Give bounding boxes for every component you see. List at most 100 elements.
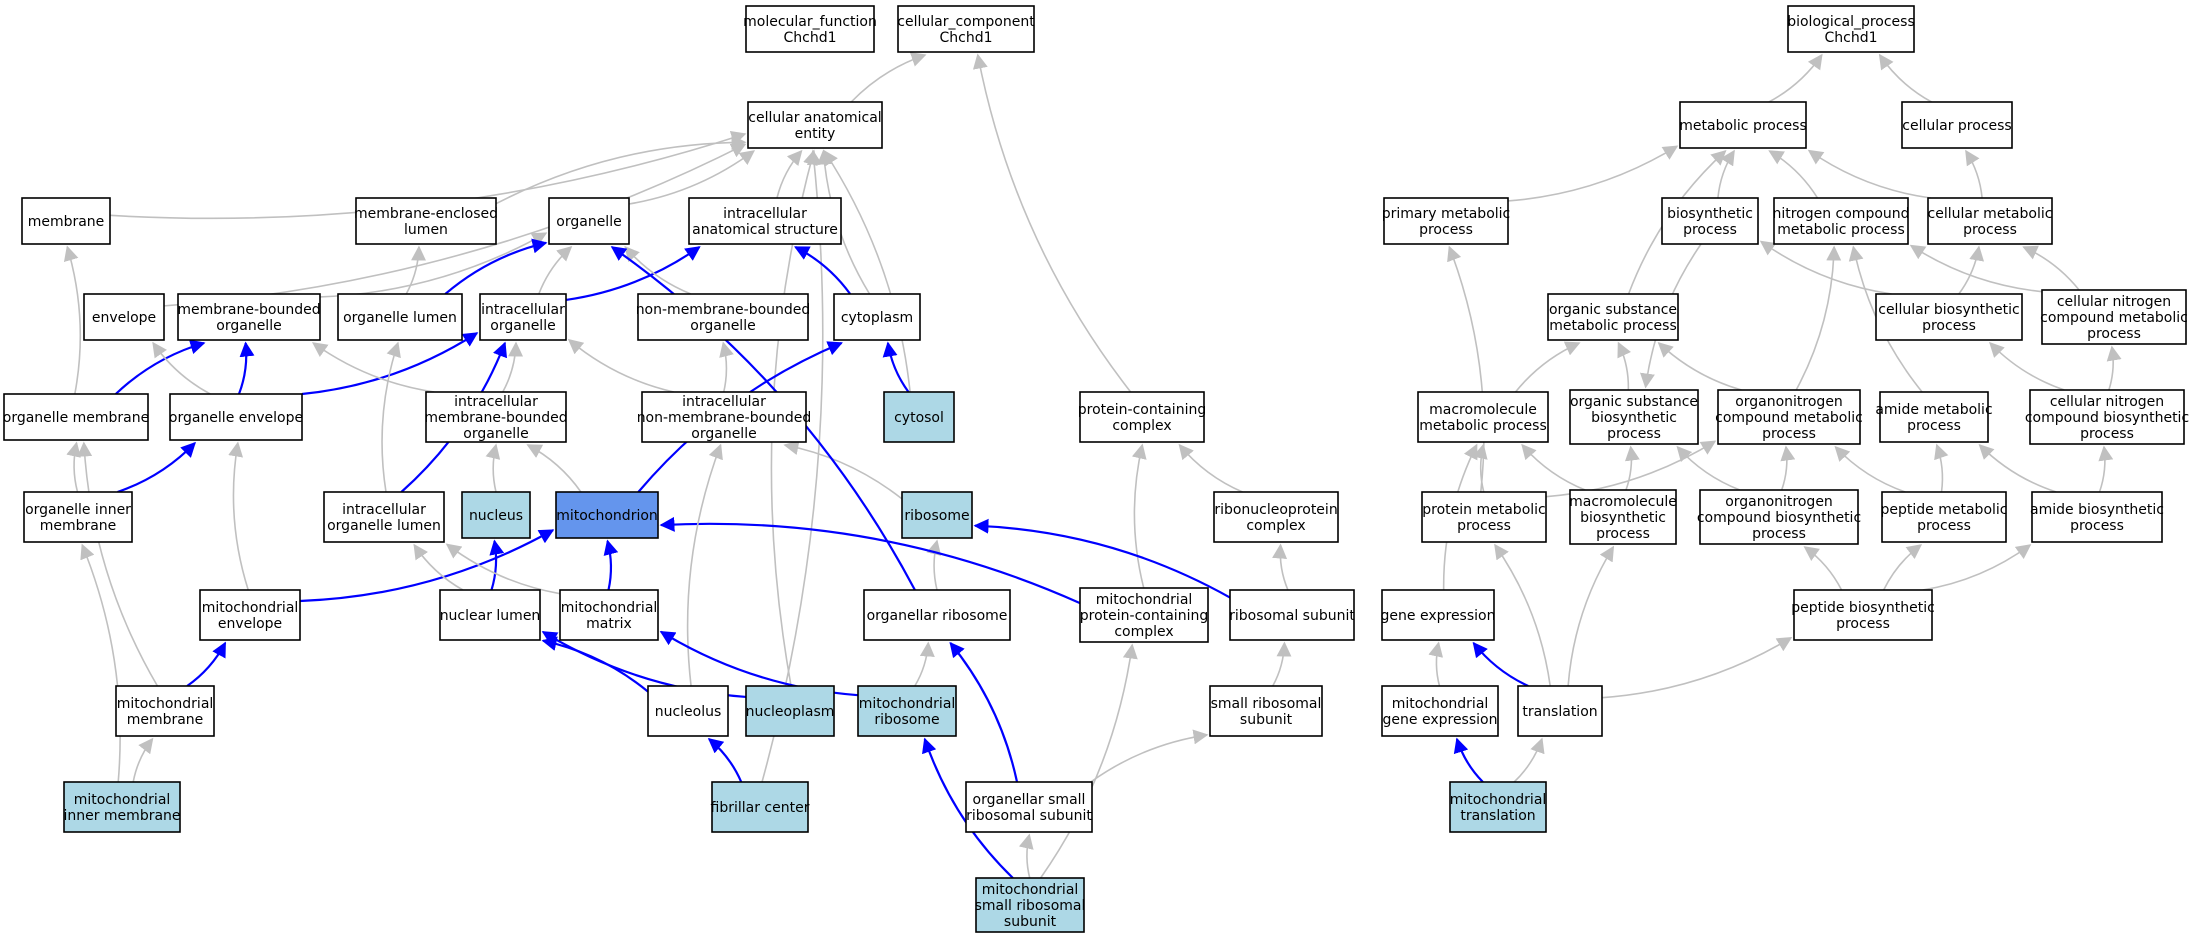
node-label: process (1922, 318, 1976, 334)
node-nucleus[interactable]: nucleus (461, 491, 531, 539)
is-a-edge (1178, 443, 1243, 493)
node-nuclear-lumen[interactable]: nuclear lumen (439, 589, 541, 641)
node-organelle-membrane[interactable]: organelle membrane (3, 393, 149, 441)
node-box (688, 197, 842, 245)
is-a-edge (405, 245, 427, 295)
node-nucleolus[interactable]: nucleolus (647, 685, 729, 737)
edge-mitochondrial-protein-containing-complex-to-protein-containing-complex (1131, 443, 1147, 589)
node-organelle-lumen[interactable]: organelle lumen (337, 293, 463, 341)
node-intracellular-non-membrane-bounded-organelle[interactable]: intracellularnon-membrane-boundedorganel… (637, 391, 812, 443)
node-envelope[interactable]: envelope (83, 293, 165, 341)
is-a-edge (1272, 641, 1292, 687)
node-metabolic-process[interactable]: metabolic process (1679, 101, 1807, 149)
node-organelle-envelope[interactable]: organelle envelope (169, 393, 303, 441)
node-box (901, 491, 973, 539)
node-ribosome[interactable]: ribosome (901, 491, 973, 539)
edge-mitochondrion-to-intracellular-membrane-bounded-organelle (526, 444, 582, 493)
is-a-edge (1780, 445, 1796, 491)
node-box (439, 589, 541, 641)
node-box (115, 685, 215, 737)
node-nucleoplasm[interactable]: nucleoplasm (745, 685, 835, 737)
node-label: process (1752, 526, 1806, 542)
node-box (461, 491, 531, 539)
edge-mitochondrial-inner-membrane-to-organelle-inner-membrane (80, 543, 121, 783)
node-label: nuclear lumen (440, 608, 541, 624)
node-cytoplasm[interactable]: cytoplasm (833, 293, 921, 341)
edge-cellular-nitrogen-compound-metabolic-process-to-nitrogen-compound-metabolic-process (1909, 244, 2043, 293)
node-membrane[interactable]: membrane (21, 197, 111, 245)
is-a-edge (850, 52, 927, 103)
node-mitochondrion[interactable]: mitochondrion (555, 491, 659, 539)
node-cellular-process[interactable]: cellular process (1901, 101, 2013, 149)
edge-organonitrogen-compound-biosynthetic-process-to-organonitrogen-compound-metabolic-process (1780, 445, 1796, 491)
edge-mitochondrial-protein-containing-complex-to-mitochondrion (659, 516, 1081, 605)
node-label: amide biosynthetic (2030, 502, 2164, 518)
node-fibrillar-center[interactable]: fibrillar center (711, 781, 810, 833)
is-a-edge (926, 539, 942, 591)
node-label: organelle (691, 426, 756, 442)
is-a-edge (1768, 150, 1819, 199)
is-a-edge (1494, 543, 1552, 687)
node-gene-expression[interactable]: gene expression (1381, 589, 1496, 641)
path-edge (922, 737, 1014, 879)
node-cytosol[interactable]: cytosol (883, 391, 955, 443)
node-label: organelle (463, 426, 528, 442)
node-ribosomal-subunit[interactable]: ribosomal subunit (1229, 589, 1355, 641)
node-organelle[interactable]: organelle (548, 197, 630, 245)
node-label: process (1457, 518, 1511, 534)
node-organellar-ribosome[interactable]: organellar ribosome (863, 589, 1011, 641)
node-label: process (1917, 518, 1971, 534)
edge-nitrogen-compound-metabolic-process-to-metabolic-process (1768, 150, 1819, 199)
node-box (63, 781, 181, 833)
is-a-edge (2106, 345, 2122, 391)
is-a-edge (132, 737, 154, 783)
edge-fibrillar-center-to-nucleolus (707, 738, 743, 783)
node-box (857, 685, 957, 737)
is-a-edge (1717, 149, 1735, 199)
node-translation[interactable]: translation (1517, 685, 1603, 737)
